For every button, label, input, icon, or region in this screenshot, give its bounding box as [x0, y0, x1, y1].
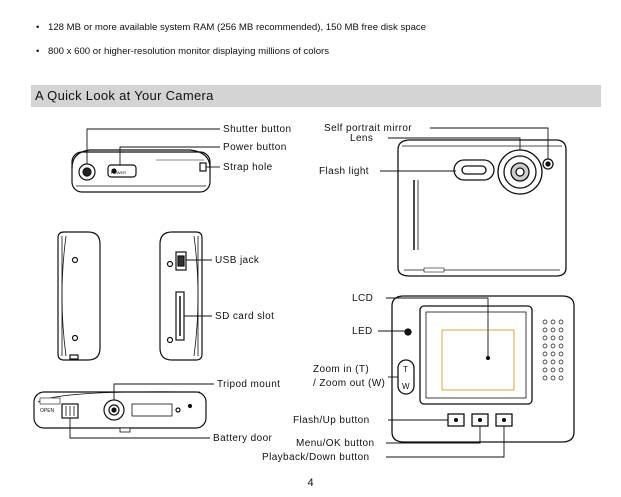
section-title: A Quick Look at Your Camera — [35, 88, 214, 103]
camera-front-view — [397, 139, 567, 277]
camera-top-view — [71, 149, 211, 193]
bullet-icon: • — [36, 46, 40, 57]
leader-lines-top — [86, 128, 220, 168]
open-marking: OPEN — [40, 408, 55, 414]
label-zoom-in: Zoom in (T) — [313, 364, 369, 375]
label-power-button: Power button — [223, 142, 287, 153]
leader-lines-bottom — [69, 383, 214, 439]
speaker-grille — [542, 319, 564, 381]
label-menu-ok-button: Menu/OK button — [296, 438, 374, 449]
zoom-t-marking: T — [403, 365, 408, 374]
label-strap-hole: Strap hole — [223, 162, 273, 173]
section-header: A Quick Look at Your Camera — [31, 85, 601, 107]
label-tripod-mount: Tripod mount — [217, 379, 280, 390]
list-item: • 128 MB or more available system RAM (2… — [36, 22, 611, 34]
camera-right-side-view — [159, 231, 203, 361]
leader-lines-side — [184, 259, 212, 317]
page-number: 4 — [307, 477, 314, 489]
camera-left-side-view — [57, 231, 101, 361]
label-self-portrait-mirror: Self portrait mirror — [324, 123, 412, 134]
label-usb-jack: USB jack — [215, 255, 260, 266]
bullet-icon: • — [36, 22, 40, 33]
zoom-w-marking: W — [402, 382, 410, 391]
label-led: LED — [352, 326, 373, 337]
leader-lines-back — [378, 297, 505, 458]
label-flash-light: Flash light — [319, 166, 369, 177]
lcd-area — [441, 329, 515, 391]
label-zoom-out: / Zoom out (W) — [313, 378, 385, 389]
requirement-text: 128 MB or more available system RAM (256… — [48, 22, 427, 33]
power-marking: POWER — [111, 170, 126, 175]
camera-back-view — [391, 295, 575, 443]
label-lens: Lens — [350, 133, 373, 144]
label-battery-door: Battery door — [213, 433, 273, 444]
list-item: • 800 x 600 or higher-resolution monitor… — [36, 46, 611, 58]
label-playback-down-button: Playback/Down button — [262, 452, 370, 463]
leader-lines-front — [380, 127, 549, 172]
requirements-list: • 128 MB or more available system RAM (2… — [36, 22, 611, 70]
label-shutter-button: Shutter button — [223, 124, 291, 135]
label-lcd: LCD — [352, 293, 373, 304]
camera-bottom-view — [33, 391, 207, 433]
label-sd-card-slot: SD card slot — [215, 311, 274, 322]
requirement-text: 800 x 600 or higher-resolution monitor d… — [48, 46, 330, 57]
label-flash-up-button: Flash/Up button — [293, 415, 370, 426]
